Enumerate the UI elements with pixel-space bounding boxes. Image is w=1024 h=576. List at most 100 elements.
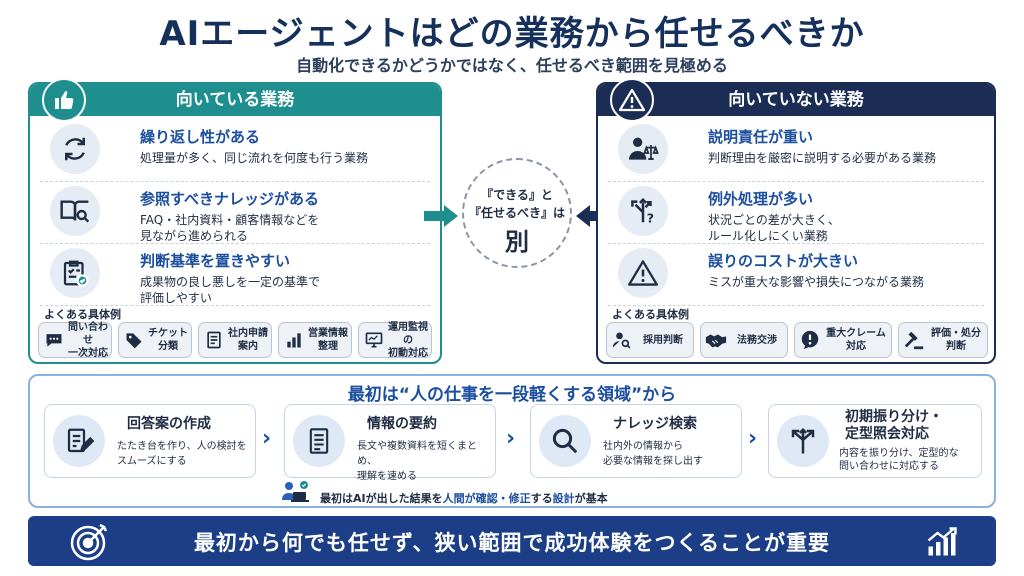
warning-badge-icon bbox=[610, 78, 654, 122]
chat-icon bbox=[43, 329, 65, 351]
bar-chart-icon bbox=[283, 329, 305, 351]
chip-line: 営業情報 bbox=[308, 328, 348, 339]
chip-line: 法務交渉 bbox=[737, 334, 777, 346]
alert-bubble-icon bbox=[799, 329, 821, 351]
tag-icon bbox=[123, 329, 145, 351]
item-desc-line: ルール化しにくい業務 bbox=[708, 229, 828, 243]
step-desc: 長文や複数資料を短くまとめ、 理解を速める bbox=[357, 439, 495, 484]
example-chip: 運用監視の初動対応 bbox=[358, 322, 432, 359]
warning-icon bbox=[618, 248, 668, 298]
chip-line: 問い合わせ bbox=[68, 321, 108, 346]
item-desc-line: 見ながら進められる bbox=[140, 229, 249, 243]
handshake-icon bbox=[705, 329, 727, 351]
example-chip: 重大クレーム対応 bbox=[794, 322, 892, 358]
step-desc-line: 問い合わせに対応する bbox=[839, 461, 939, 472]
item-desc-line: 状況ごとの差が大きく、 bbox=[708, 213, 840, 227]
chip-line: 分類 bbox=[158, 341, 178, 352]
step-card: ナレッジ検索 社内外の情報から 必要な情報を探し出す bbox=[530, 404, 742, 478]
summary-document-icon bbox=[293, 415, 345, 467]
center-message: 『できる』と 『任せるべき』は 別 bbox=[462, 158, 572, 268]
section-title: 最初は“人の仕事を一段軽くする領域”から bbox=[347, 385, 677, 405]
item-desc: ミスが重大な影響や損失につながる業務 bbox=[708, 275, 925, 289]
item-desc: FAQ・社内資料・顧客情報などを 見ながら進められる bbox=[140, 212, 410, 244]
step-desc-line: 社内外の情報から bbox=[603, 441, 683, 452]
note-text: 最初はAIが出した結果を bbox=[320, 492, 443, 505]
example-chip: 採用判断 bbox=[606, 322, 694, 358]
example-chip: 法務交渉 bbox=[700, 322, 788, 358]
step-desc: 内容を振り分け、定型的な 問い合わせに対応する bbox=[839, 447, 959, 473]
note-text: が基本 bbox=[574, 492, 608, 505]
item-title: 例外処理が多い bbox=[708, 190, 814, 208]
example-chip: 評価・処分判断 bbox=[898, 322, 988, 358]
item-desc: 成果物の良し悪しを一定の基準で 評価しやすい bbox=[140, 274, 410, 306]
unsuitable-item-exceptions: ? 例外処理が多い 状況ごとの差が大きく、 ルール化しにくい業務 bbox=[608, 182, 984, 244]
chip-line: 採用判断 bbox=[643, 334, 683, 346]
suitable-heading: 向いている業務 bbox=[30, 84, 440, 116]
note-text: する bbox=[530, 492, 553, 505]
example-chip: 営業情報整理 bbox=[278, 322, 352, 358]
step-title-line: 初期振り分け・ bbox=[845, 409, 943, 425]
thumbs-up-icon bbox=[42, 78, 86, 122]
step-desc-line: たたき台を作り、人の検討を bbox=[117, 441, 247, 452]
item-desc: 判断理由を厳密に説明する必要がある業務 bbox=[708, 151, 937, 165]
chip-line: 初動対応 bbox=[388, 347, 428, 359]
conclusion-banner: 最初から何でも任せず、狭い範囲で成功体験をつくることが重要 bbox=[28, 516, 996, 566]
item-title: 誤りのコストが大きい bbox=[708, 252, 859, 270]
chip-line: 判断 bbox=[946, 341, 966, 352]
chevron-right-icon: › bbox=[262, 426, 272, 451]
monitor-icon bbox=[363, 329, 385, 351]
unsuitable-item-accountability: 説明責任が重い 判断理由を厳密に説明する必要がある業務 bbox=[608, 120, 984, 182]
chip-line: 一次対応 bbox=[68, 347, 108, 359]
person-search-icon bbox=[611, 329, 633, 351]
page-title: AIエージェントはどの業務から任せるべきか bbox=[159, 14, 865, 54]
note-highlight: 設計 bbox=[552, 492, 575, 505]
chip-line: 対応 bbox=[846, 341, 866, 352]
example-chip: チケット分類 bbox=[118, 322, 192, 358]
step-desc-line: スムーズにする bbox=[117, 456, 187, 467]
magnifier-icon bbox=[539, 415, 591, 467]
document-icon bbox=[203, 329, 225, 351]
unsuitable-heading: 向いていない業務 bbox=[598, 84, 994, 116]
example-chip: 社内申請案内 bbox=[198, 322, 272, 358]
person-scale-icon bbox=[618, 124, 668, 174]
unsuitable-panel: 向いていない業務 説明責任が重い 判断理由を厳密に説明する必要がある業務 ? 例… bbox=[596, 78, 996, 364]
step-desc-line: 理解を速める bbox=[357, 471, 417, 482]
step-desc-line: 必要な情報を探し出す bbox=[603, 456, 703, 467]
item-desc-line: 成果物の良し悪しを一定の基準で bbox=[140, 275, 321, 289]
step-card: 情報の要約 長文や複数資料を短くまとめ、 理解を速める bbox=[284, 404, 496, 482]
person-laptop-icon bbox=[277, 479, 311, 509]
chip-line: 重大クレーム bbox=[826, 328, 886, 339]
chip-line: 評価・処分 bbox=[931, 328, 981, 339]
step-title-line: 定型照会対応 bbox=[845, 426, 929, 442]
chip-line: 整理 bbox=[318, 341, 338, 352]
target-icon bbox=[68, 519, 112, 563]
suitable-item-repeatable: 繰り返し性がある 処理量が多く、同じ流れを何度も行う業務 bbox=[40, 120, 430, 182]
step-title: 情報の要約 bbox=[367, 416, 437, 432]
center-line: 『任せるべき』は bbox=[468, 206, 565, 220]
conclusion-text: 最初から何でも任せず、狭い範囲で成功体験をつくることが重要 bbox=[193, 531, 831, 555]
suitable-item-knowledge: 参照すべきナレッジがある FAQ・社内資料・顧客情報などを 見ながら進められる bbox=[40, 182, 430, 244]
edit-document-icon bbox=[53, 415, 105, 467]
arrow-left-icon bbox=[576, 205, 610, 231]
step-desc: 社内外の情報から 必要な情報を探し出す bbox=[603, 439, 703, 469]
step-desc: たたき台を作り、人の検討を スムーズにする bbox=[117, 439, 247, 469]
item-title: 判断基準を置きやすい bbox=[140, 252, 291, 270]
page-subtitle: 自動化できるかどうかではなく、任せるべき範囲を見極める bbox=[296, 56, 728, 75]
step-desc-line: 内容を振り分け、定型的な bbox=[839, 448, 959, 459]
step-title: ナレッジ検索 bbox=[613, 416, 697, 432]
chevron-right-icon: › bbox=[506, 426, 516, 451]
item-title: 参照すべきナレッジがある bbox=[140, 190, 319, 208]
split-arrows-icon bbox=[777, 415, 829, 467]
item-desc: 状況ごとの差が大きく、 ルール化しにくい業務 bbox=[708, 212, 978, 244]
suitable-item-criteria: 判断基準を置きやすい 成果物の良し悪しを一定の基準で 評価しやすい bbox=[40, 244, 430, 306]
examples-label: よくある具体例 bbox=[44, 308, 121, 321]
growth-chart-icon bbox=[924, 524, 960, 560]
unsuitable-item-error-cost: 誤りのコストが大きい ミスが重大な影響や損失につながる業務 bbox=[608, 244, 984, 306]
example-chip: 問い合わせ一次対応 bbox=[38, 321, 112, 359]
first-steps-section: 最初は“人の仕事を一段軽くする領域”から 回答案の作成 たたき台を作り、人の検討… bbox=[28, 374, 996, 508]
step-title: 初期振り分け・ 定型照会対応 bbox=[845, 409, 943, 443]
step-card: 初期振り分け・ 定型照会対応 内容を振り分け、定型的な 問い合わせに対応する bbox=[768, 404, 982, 478]
chip-line: チケット bbox=[148, 328, 188, 339]
step-title: 回答案の作成 bbox=[127, 416, 211, 432]
refresh-icon bbox=[50, 124, 100, 174]
